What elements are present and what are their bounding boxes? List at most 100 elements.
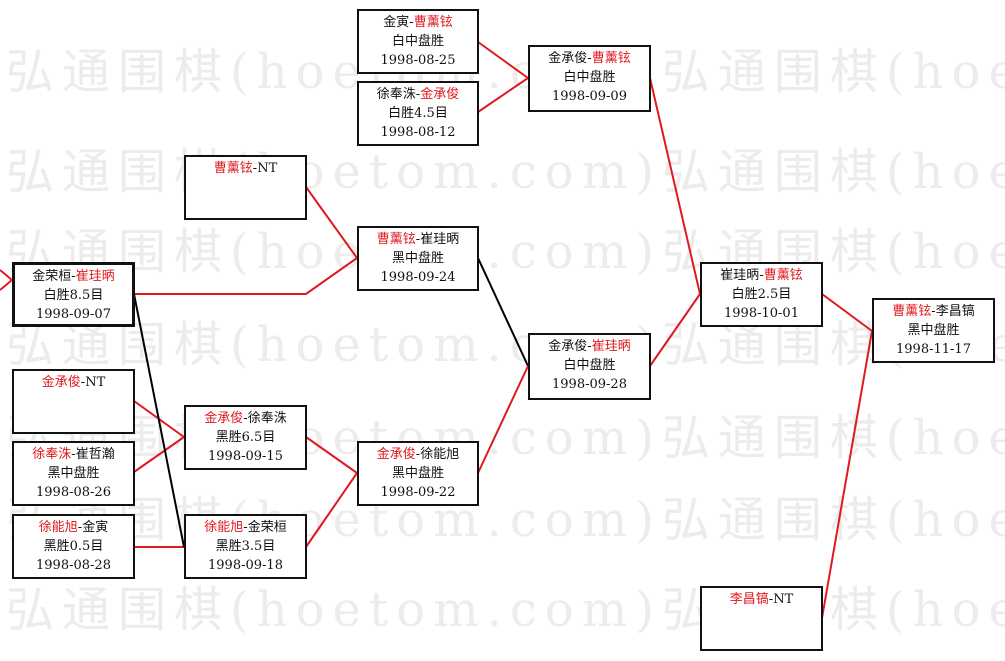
loser-name: 徐奉洙	[247, 411, 287, 426]
matchup-line: 徐奉洙-崔哲瀚	[32, 447, 115, 462]
connector-win	[305, 436, 358, 474]
winner-name: 曹薰铉	[892, 304, 932, 319]
matchup-line: 金承俊-徐奉洙	[204, 411, 287, 426]
winner-name: 金承俊	[204, 411, 244, 426]
game-result: 黑中盘胜	[47, 466, 100, 481]
game-box-g11[interactable]: 金承俊-曹薰铉 白中盘胜 1998-09-09	[528, 45, 651, 112]
game-result: 黑中盘胜	[907, 323, 960, 338]
game-box-g12[interactable]: 金承俊-徐能旭 黑中盘胜 1998-09-22	[357, 441, 479, 506]
game-box-g2[interactable]: 金荣桓-崔珪昞 白胜8.5目 1998-09-07	[12, 262, 135, 327]
matchup-line: 金承俊-NT	[41, 375, 106, 390]
game-date: 1998-08-28	[36, 558, 111, 573]
game-box-g9[interactable]: 金承俊-徐奉洙 黑胜6.5目 1998-09-15	[184, 405, 307, 470]
loser-name: 崔哲瀚	[75, 447, 115, 462]
connector-win	[477, 41, 529, 79]
winner-name: 崔珪昞	[75, 269, 115, 284]
game-result: 黑胜6.5目	[215, 430, 276, 445]
game-result: 黑中盘胜	[391, 466, 444, 481]
game-date: 1998-11-17	[896, 342, 971, 357]
game-date: 1998-08-25	[380, 53, 456, 68]
game-box-g4[interactable]: 徐奉洙-崔哲瀚 黑中盘胜 1998-08-26	[12, 441, 135, 506]
winner-name: 曹薰铉	[413, 15, 453, 30]
game-date: 1998-09-07	[36, 307, 111, 322]
matchup-line: 曹薰铉-崔珪昞	[376, 232, 460, 247]
game-box-g7[interactable]: 徐奉洙-金承俊 白胜4.5目 1998-08-12	[357, 81, 479, 146]
loser-name: NT	[257, 161, 278, 176]
game-box-g15[interactable]: 李昌镐-NT	[700, 586, 823, 651]
game-result: 白中盘胜	[563, 358, 616, 373]
game-box-g3[interactable]: 金承俊-NT	[12, 369, 135, 434]
game-box-g8[interactable]: 曹薰铉-崔珪昞 黑中盘胜 1998-09-24	[357, 226, 479, 291]
matchup-line: 曹薰铉-李昌镐	[892, 304, 975, 319]
game-date: 1998-09-18	[208, 558, 283, 573]
connector-win	[305, 472, 358, 548]
game-result: 黑胜0.5目	[43, 539, 104, 554]
game-result: 白胜8.5目	[43, 288, 104, 303]
loser-name: 徐能旭	[420, 447, 460, 462]
connector-win	[649, 77, 701, 295]
game-box-g13[interactable]: 金承俊-崔珪昞 白中盘胜 1998-09-28	[528, 333, 651, 400]
loser-name: 崔珪昞	[720, 268, 760, 283]
game-date: 1998-08-26	[36, 485, 111, 500]
game-box-g5[interactable]: 徐能旭-金寅 黑胜0.5目 1998-08-28	[12, 514, 135, 579]
game-box-g6[interactable]: 金寅-曹薰铉 白中盘胜 1998-08-25	[357, 9, 479, 74]
game-result: 黑中盘胜	[391, 251, 444, 266]
winner-name: 曹薰铉	[591, 51, 631, 66]
game-date: 1998-09-22	[380, 485, 456, 500]
winner-name: 徐奉洙	[32, 447, 72, 462]
loser-name: 金承俊	[548, 339, 588, 354]
matchup-line: 徐奉洙-金承俊	[376, 87, 460, 102]
connector-win	[821, 330, 873, 619]
matchup-line: 曹薰铉-NT	[213, 161, 278, 176]
loser-name: 金承俊	[548, 51, 588, 66]
connector-win	[305, 186, 358, 259]
game-result: 白胜2.5目	[731, 287, 792, 302]
matchup-line: 徐能旭-金荣桓	[204, 520, 287, 535]
game-date: 1998-09-28	[552, 377, 627, 392]
matchup-line: 金承俊-徐能旭	[376, 447, 460, 462]
game-box-g14[interactable]: 崔珪昞-曹薰铉 白胜2.5目 1998-10-01	[700, 262, 823, 327]
matchup-line: 金寅-曹薰铉	[383, 15, 453, 30]
winner-name: 徐能旭	[204, 520, 244, 535]
game-result: 白中盘胜	[391, 34, 444, 49]
connector-win	[0, 269, 13, 281]
game-result: 白中盘胜	[563, 70, 616, 85]
winner-name: 曹薰铉	[213, 161, 253, 176]
loser-name: 金荣桓	[247, 520, 287, 535]
loser-name: 金寅	[383, 15, 410, 30]
matchup-line: 徐能旭-金寅	[38, 520, 109, 535]
game-date: 1998-08-12	[380, 125, 456, 140]
loser-name: 金寅	[82, 520, 109, 535]
connector-win	[133, 436, 185, 473]
game-date: 1998-09-24	[380, 270, 456, 285]
matchup-line: 崔珪昞-曹薰铉	[720, 268, 803, 283]
winner-name: 曹薰铉	[376, 232, 416, 247]
game-date: 1998-09-09	[552, 89, 627, 104]
loser-name: 金荣桓	[32, 269, 72, 284]
connector-loss	[133, 293, 185, 548]
connector-win	[821, 293, 873, 332]
winner-name: 金承俊	[41, 375, 81, 390]
game-date: 1998-10-01	[724, 306, 799, 321]
game-box-g16[interactable]: 曹薰铉-李昌镐 黑中盘胜 1998-11-17	[872, 298, 995, 363]
winner-name: 金承俊	[376, 447, 416, 462]
connector-win	[649, 293, 701, 367]
loser-name: 李昌镐	[935, 304, 975, 319]
game-box-g10[interactable]: 徐能旭-金荣桓 黑胜3.5目 1998-09-18	[184, 514, 307, 579]
connector-loss	[477, 257, 529, 367]
connector-win	[134, 257, 358, 295]
loser-name: 崔珪昞	[420, 232, 460, 247]
loser-name: NT	[773, 592, 794, 607]
loser-name: NT	[85, 375, 106, 390]
matchup-line: 金承俊-曹薰铉	[548, 51, 631, 66]
winner-name: 李昌镐	[729, 592, 769, 607]
winner-name: 金承俊	[420, 87, 460, 102]
loser-name: 徐奉洙	[376, 87, 416, 102]
matchup-line: 金承俊-崔珪昞	[548, 339, 631, 354]
game-date: 1998-09-15	[208, 449, 283, 464]
winner-name: 曹薰铉	[763, 268, 803, 283]
game-result: 黑胜3.5目	[215, 539, 276, 554]
connector-win	[0, 279, 13, 291]
game-box-g1[interactable]: 曹薰铉-NT	[184, 155, 307, 220]
